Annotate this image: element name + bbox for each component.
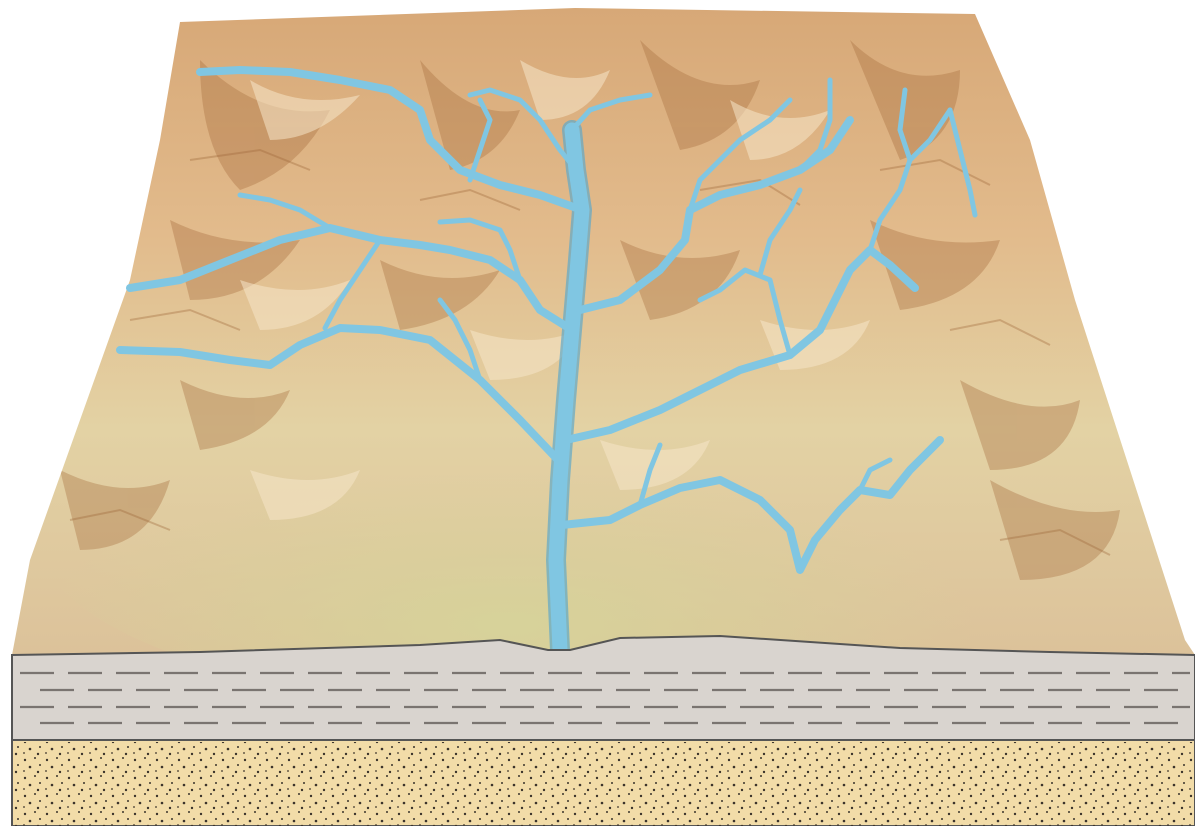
sandstone-layer bbox=[12, 740, 1195, 826]
shale-layer bbox=[12, 636, 1195, 740]
surface-terrain bbox=[12, 8, 1195, 710]
